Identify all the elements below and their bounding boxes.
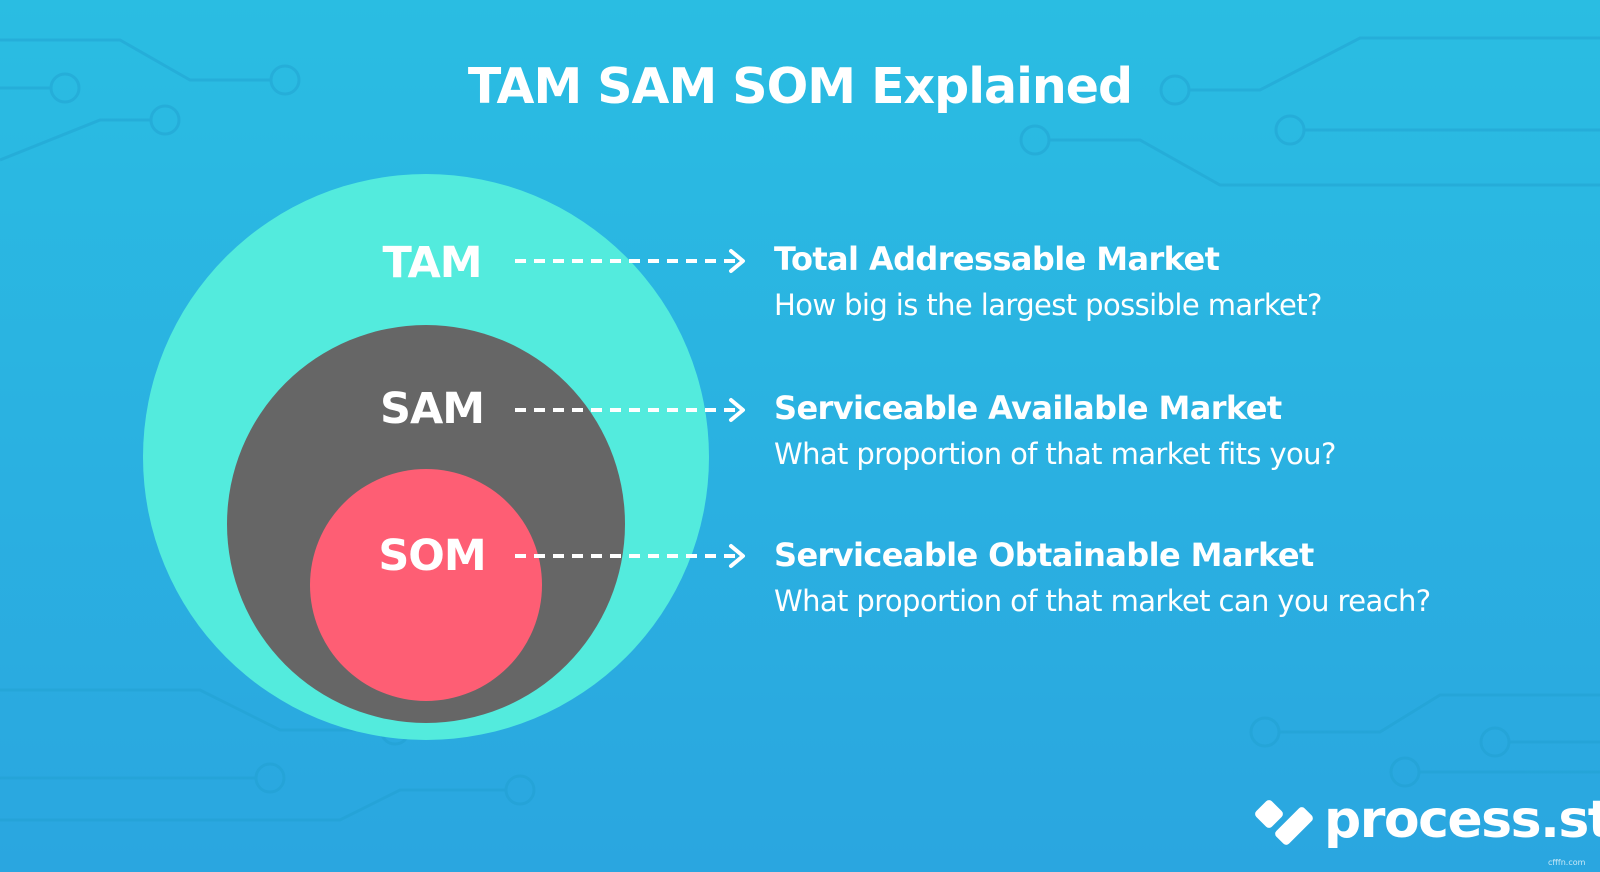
brand-logo: process.st <box>1252 785 1600 855</box>
som-name: Serviceable Obtainable Market <box>774 536 1314 574</box>
som-arrow-icon <box>515 544 745 568</box>
sam-description: Serviceable Available Market What propor… <box>774 389 1336 471</box>
tam-label: TAM <box>382 238 482 288</box>
som-circle <box>310 469 542 701</box>
watermark: cfffn.com <box>1548 858 1586 867</box>
tam-name: Total Addressable Market <box>774 240 1220 278</box>
tam-question: How big is the largest possible market? <box>774 288 1322 322</box>
brand-name: process.st <box>1324 790 1600 850</box>
som-description: Serviceable Obtainable Market What propo… <box>774 536 1431 618</box>
process-street-logo-icon <box>1255 800 1313 845</box>
page-title: TAM SAM SOM Explained <box>467 58 1133 115</box>
som-label: SOM <box>378 531 486 581</box>
som-question: What proportion of that market can you r… <box>774 584 1431 618</box>
sam-arrow-icon <box>515 398 745 422</box>
sam-name: Serviceable Available Market <box>774 389 1282 427</box>
sam-label: SAM <box>379 384 485 434</box>
tam-description: Total Addressable Market How big is the … <box>774 240 1322 322</box>
sam-question: What proportion of that market fits you? <box>774 437 1336 471</box>
tam-arrow-icon <box>515 249 745 273</box>
